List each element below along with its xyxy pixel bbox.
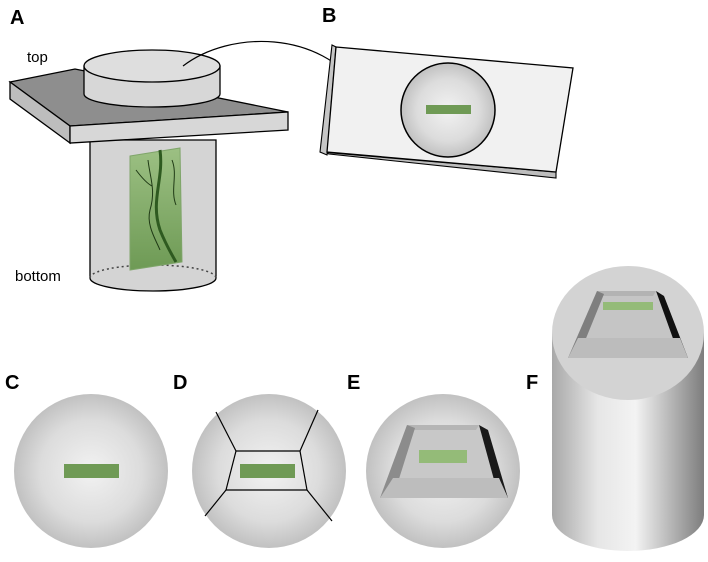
tissue-section-d [240, 464, 295, 478]
panel-letter-a: A [10, 7, 24, 29]
panel-letter-e: E [347, 372, 360, 394]
top-disc [83, 49, 221, 108]
panel-letter-c: C [5, 372, 19, 394]
panel-letter-d: D [173, 372, 187, 394]
panel-d: D [173, 372, 346, 548]
tissue-section-e [419, 450, 467, 463]
trim-guide-lines [204, 409, 333, 522]
panel-c: C [5, 372, 168, 548]
tissue-specimen [129, 147, 183, 271]
panel-e: E [347, 372, 520, 548]
tissue-section-f [603, 302, 653, 310]
label-top: top [27, 49, 48, 66]
panel-letter-b: B [322, 5, 336, 27]
panel-a: A top bottom [8, 7, 361, 292]
trimmed-block-cylinder [552, 266, 704, 551]
tissue-section-b [426, 105, 471, 114]
label-bottom: bottom [15, 268, 61, 285]
tissue-section-c [64, 464, 119, 478]
panel-f: F [526, 266, 704, 551]
panel-b: B [319, 5, 574, 179]
panel-letter-f: F [526, 372, 538, 394]
